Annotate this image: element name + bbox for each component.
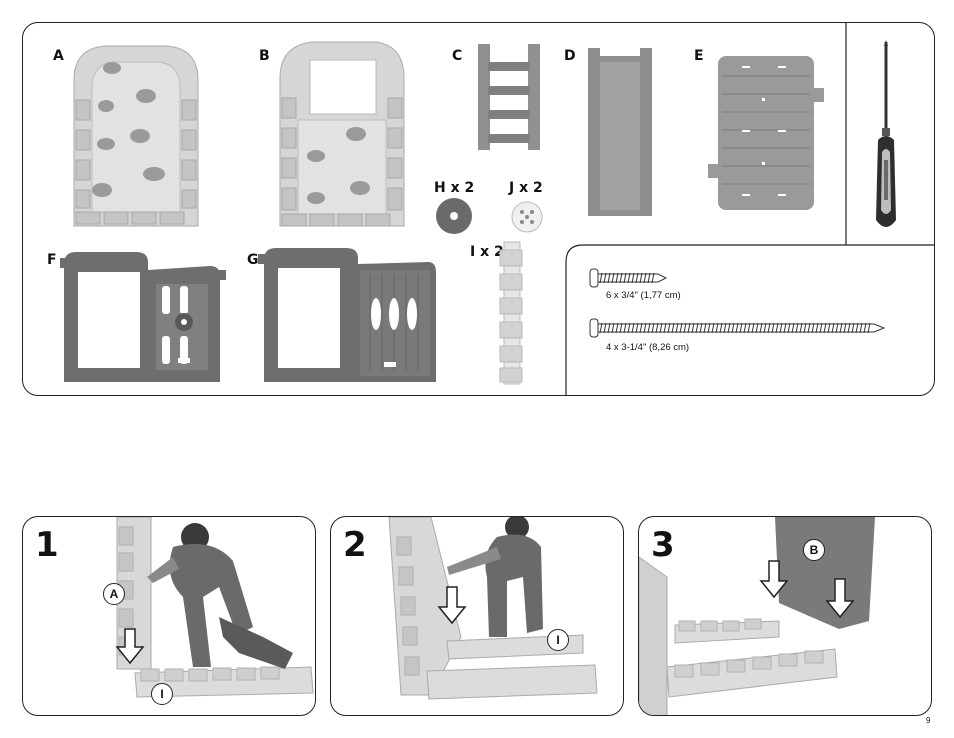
page-number: 9 — [926, 716, 931, 725]
screw-short-icon — [589, 268, 668, 288]
part-h-disc — [436, 198, 472, 234]
part-label-i: I x 2 — [470, 244, 504, 260]
part-b-window-wall — [279, 41, 405, 227]
step-3-number: 3 — [651, 525, 675, 565]
screw-long-label: 4 x 3-1/4" (8,26 cm) — [606, 342, 690, 353]
part-c-ladder — [478, 44, 540, 150]
part-i-border-strip — [499, 241, 523, 385]
step-1-callout-a: A — [103, 583, 125, 605]
part-a-climbing-wall — [73, 45, 199, 227]
step-3-illustration — [639, 517, 875, 715]
part-label-b: B — [259, 48, 270, 64]
part-label-d: D — [564, 48, 576, 64]
part-label-f: F — [47, 252, 57, 268]
part-g-frame-door — [258, 248, 436, 382]
step-1-number: 1 — [35, 525, 59, 565]
screw-short-label: 6 x 3/4" (1,77 cm) — [606, 290, 681, 301]
part-label-g: G — [247, 252, 259, 268]
part-label-e: E — [694, 48, 704, 64]
step-2-callout-i: I — [547, 629, 569, 651]
part-label-a: A — [53, 48, 64, 64]
step-2-panel: 2 I — [330, 516, 624, 716]
part-e-platform — [708, 56, 824, 210]
part-label-j: J x 2 — [509, 180, 543, 196]
part-label-h: H x 2 — [434, 180, 475, 196]
part-f-frame-panel — [60, 252, 226, 382]
step-1-illustration — [115, 517, 314, 698]
step-3-callout-b: B — [803, 539, 825, 561]
step-1-panel: 1 A I — [22, 516, 316, 716]
screwdriver-icon — [876, 40, 896, 227]
part-d-slide — [588, 48, 652, 216]
step-3-panel: 3 B — [638, 516, 932, 716]
step-2-illustration — [388, 517, 598, 700]
screw-long-icon — [589, 318, 886, 338]
part-j-ball-cap — [511, 201, 543, 233]
step-2-number: 2 — [343, 525, 367, 565]
part-label-c: C — [452, 48, 463, 64]
step-1-callout-i: I — [151, 683, 173, 705]
